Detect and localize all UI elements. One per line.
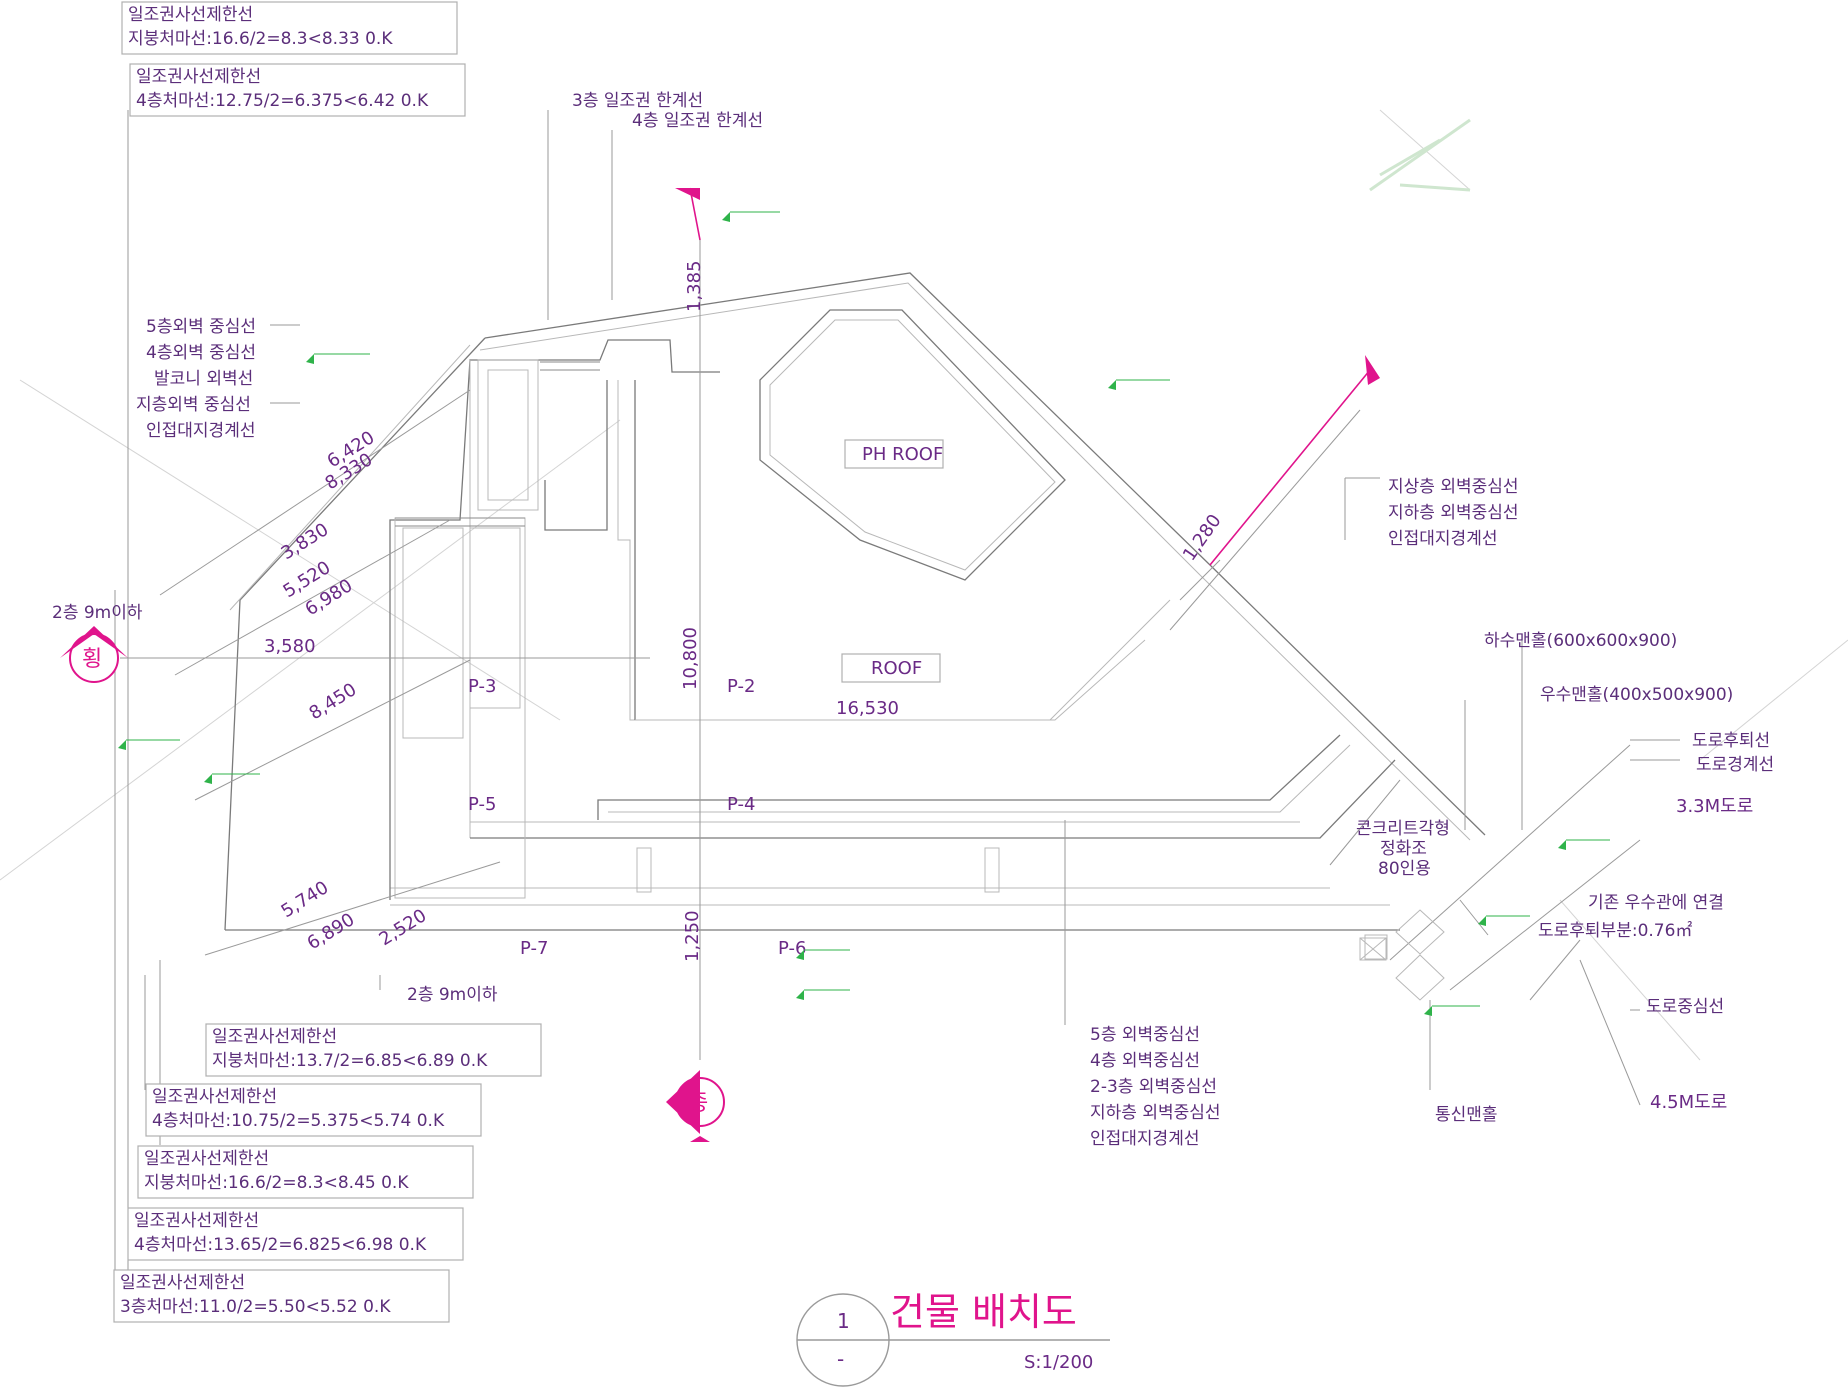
sun-boxes-top: 일조권사선제한선 지붕처마선:16.6/2=8.3<8.33 0.K 일조권사선… xyxy=(121,1,466,117)
background-lines xyxy=(0,109,1848,1061)
left-wall-label-3: 발코니 외벽선 xyxy=(154,369,253,389)
bottom-wall-label-4: 지하층 외벽중심선 xyxy=(1090,1103,1221,1123)
level-marker-icon xyxy=(1424,1006,1432,1016)
dimension-1250: 1,250 xyxy=(682,910,703,962)
note-2f-bottom: 2층 9m이하 xyxy=(407,985,498,1005)
title-text: 건물 배치도 xyxy=(890,1290,1077,1334)
bottom-wall-labels: 5층 외벽중심선 4층 외벽중심선 2-3층 외벽중심선 지하층 외벽중심선 인… xyxy=(1090,1025,1221,1149)
parking-label-p3: P-3 xyxy=(468,676,496,697)
level-marker-icon xyxy=(306,354,314,364)
parking-label-p6: P-6 xyxy=(778,938,806,959)
parking-label-p5: P-5 xyxy=(468,794,496,815)
bottom-wall-label-3: 2-3층 외벽중심선 xyxy=(1090,1077,1217,1097)
sun-box-bottom-2-line1: 일조권사선제한선 xyxy=(152,1087,277,1107)
left-wall-label-2: 4층외벽 중심선 xyxy=(146,343,256,363)
left-wall-label-1: 5층외벽 중심선 xyxy=(146,317,256,337)
sun-box-bottom-3-line1: 일조권사선제한선 xyxy=(144,1149,269,1169)
sun-box-bottom-1-line1: 일조권사선제한선 xyxy=(212,1027,337,1047)
note-2f-top: 2층 9m이하 xyxy=(52,603,143,623)
columns xyxy=(636,847,1388,960)
stair-hatch xyxy=(395,361,600,527)
parking-label-p7: P-7 xyxy=(520,938,548,959)
roof-label: ROOF xyxy=(871,658,922,679)
limit-label-4f: 4층 일조권 한계선 xyxy=(632,111,763,131)
note-road-4-5: 4.5M도로 xyxy=(1650,1092,1727,1113)
sun-box-bottom-5-line2: 3층처마선:11.0/2=5.50<5.52 0.K xyxy=(120,1297,391,1317)
parking-label-p4: P-4 xyxy=(727,794,755,815)
note-septic-1: 콘크리트각형 xyxy=(1356,819,1450,839)
level-marker-icon xyxy=(1478,916,1486,926)
section-mark-vertical-label: 종 xyxy=(688,1091,708,1116)
dimension-8450: 8,450 xyxy=(306,679,361,724)
level-marker-icon xyxy=(722,212,730,222)
dimension-3580: 3,580 xyxy=(264,636,316,657)
bottom-wall-label-1: 5층 외벽중심선 xyxy=(1090,1025,1200,1045)
section-arrows xyxy=(675,187,1380,566)
right-wall-label-3: 인접대지경계선 xyxy=(1388,529,1497,549)
note-road-boundary: 도로경계선 xyxy=(1696,755,1774,775)
title-scale: S:1/200 xyxy=(1024,1352,1093,1373)
parking-labels: P-2 P-3 P-4 P-5 P-6 P-7 xyxy=(468,676,806,959)
note-connect-2: 도로후퇴부분:0.76㎡ xyxy=(1538,921,1692,941)
left-wall-label-5: 인접대지경계선 xyxy=(146,421,255,441)
parking-label-p2: P-2 xyxy=(727,676,755,697)
level-marker-icon xyxy=(204,774,212,784)
note-comm-manhole: 통신맨홀 xyxy=(1435,1105,1498,1125)
section-mark-vertical: 종 xyxy=(666,1070,725,1142)
level-marker-icon xyxy=(1108,380,1116,390)
level-marker-icon xyxy=(118,740,126,750)
level-markers xyxy=(118,211,1610,1016)
sun-box-bottom-1-line2: 지붕처마선:13.7/2=6.85<6.89 0.K xyxy=(212,1051,488,1071)
note-road-3-3: 3.3M도로 xyxy=(1676,796,1753,817)
building-outline xyxy=(114,110,1680,1320)
sun-box-top-1-line2: 지붕처마선:16.6/2=8.3<8.33 0.K xyxy=(128,29,393,49)
sun-box-top-2-line2: 4층처마선:12.75/2=6.375<6.42 0.K xyxy=(136,91,429,111)
limit-label-3f: 3층 일조권 한계선 xyxy=(572,91,703,111)
dimension-10800: 10,800 xyxy=(680,627,701,690)
note-septic-3: 80인용 xyxy=(1378,859,1431,879)
ph-roof-label: PH ROOF xyxy=(862,444,943,465)
leader-lines xyxy=(114,110,1680,1320)
level-marker-icon xyxy=(796,950,804,960)
note-road-setback: 도로후퇴선 xyxy=(1692,731,1770,751)
sun-box-bottom-3-line2: 지붕처마선:16.6/2=8.3<8.45 0.K xyxy=(144,1173,409,1193)
note-connect-1: 기존 우수관에 연결 xyxy=(1588,893,1724,913)
dimensions: 1,385 6,420 8,330 3,830 5,520 6,980 3,58… xyxy=(264,260,1226,962)
title-dash: - xyxy=(837,1347,844,1371)
dimension-3830: 3,830 xyxy=(278,519,333,564)
left-wall-label-4: 지층외벽 중심선 xyxy=(136,395,251,415)
dimension-1385: 1,385 xyxy=(684,260,705,312)
level-marker-icon xyxy=(1558,840,1566,850)
note-rain-manhole: 우수맨홀(400x500x900) xyxy=(1540,685,1733,705)
section-mark-horizontal: 횡 xyxy=(60,626,128,683)
sun-box-bottom-2-line2: 4층처마선:10.75/2=5.375<5.74 0.K xyxy=(152,1111,445,1131)
sun-box-top-2-line1: 일조권사선제한선 xyxy=(136,67,261,87)
bottom-wall-label-2: 4층 외벽중심선 xyxy=(1090,1051,1200,1071)
site-notes: 2층 9m이하 2층 9m이하 하수맨홀(600x600x900) 우수맨홀(4… xyxy=(52,603,1774,1125)
right-wall-label-1: 지상층 외벽중심선 xyxy=(1388,477,1519,497)
dimension-5740: 5,740 xyxy=(278,877,333,922)
left-wall-labels: 5층외벽 중심선 4층외벽 중심선 발코니 외벽선 지층외벽 중심선 인접대지경… xyxy=(136,317,256,441)
right-wall-label-2: 지하층 외벽중심선 xyxy=(1388,503,1519,523)
right-wall-labels: 지상층 외벽중심선 지하층 외벽중심선 인접대지경계선 xyxy=(1388,477,1519,549)
sun-box-top-1-line1: 일조권사선제한선 xyxy=(128,5,253,25)
dimension-16530: 16,530 xyxy=(836,698,899,719)
note-septic-2: 정화조 xyxy=(1380,839,1427,859)
section-mark-horizontal-label: 횡 xyxy=(82,647,102,672)
sun-boxes-bottom: 일조권사선제한선 지붕처마선:13.7/2=6.85<6.89 0.K 일조권사… xyxy=(113,1023,542,1323)
sun-box-bottom-4-line2: 4층처마선:13.65/2=6.825<6.98 0.K xyxy=(134,1235,427,1255)
bottom-wall-label-5: 인접대지경계선 xyxy=(1090,1129,1199,1149)
title-number: 1 xyxy=(837,1309,850,1333)
dimension-6890: 6,890 xyxy=(304,909,359,954)
level-marker-icon xyxy=(796,990,804,1000)
dimension-2520: 2,520 xyxy=(376,905,431,950)
sun-box-bottom-5-line1: 일조권사선제한선 xyxy=(120,1273,245,1293)
sun-box-bottom-4-line1: 일조권사선제한선 xyxy=(134,1211,259,1231)
note-road-center: 도로중심선 xyxy=(1646,997,1724,1017)
title-block: 1 - 건물 배치도 S:1/200 xyxy=(796,1290,1110,1387)
north-arrow-icon xyxy=(1369,118,1471,192)
note-sewer-manhole: 하수맨홀(600x600x900) xyxy=(1484,631,1677,651)
